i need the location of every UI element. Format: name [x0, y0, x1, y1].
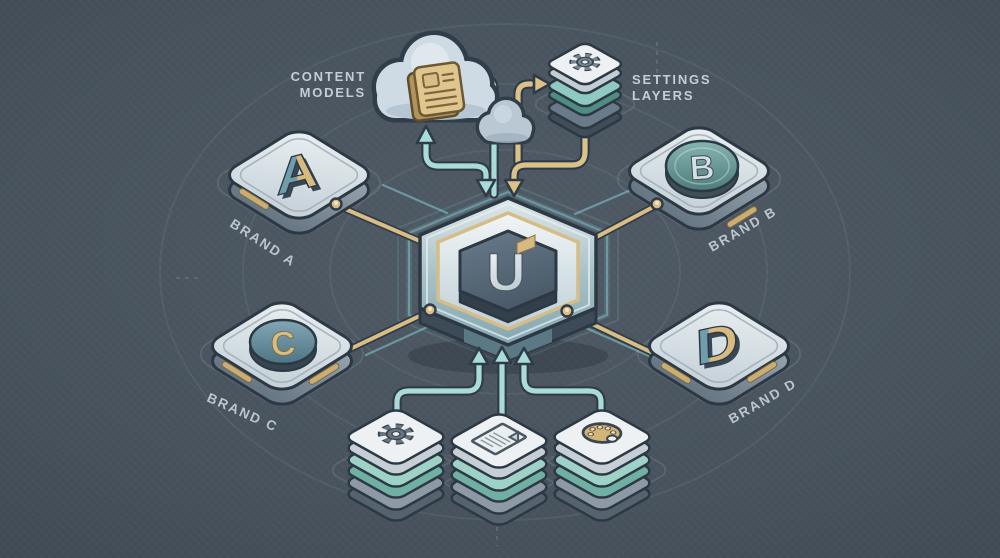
- content-models-label-line2: MODELS: [300, 85, 366, 100]
- svg-text:D: D: [699, 315, 743, 380]
- brand-tile-b: B: [621, 123, 777, 234]
- arrow-up-mid: [491, 345, 513, 365]
- arrow-up-to-cloud: [415, 124, 437, 145]
- document-cube-icon: [406, 61, 466, 122]
- arrow-up-right: [513, 346, 535, 366]
- circuit-trace-lower-left: [364, 322, 436, 357]
- brand-tile-c: C: [204, 298, 360, 409]
- content-models-cloud: [371, 30, 500, 123]
- hub-letter-gold-accent: [516, 234, 536, 255]
- hub-base-accent: [464, 326, 552, 360]
- brand-tile-d: D D: [641, 298, 797, 409]
- flow-hub-to-settings: [515, 81, 534, 165]
- circuit-trace-lower-right: [575, 322, 651, 358]
- theme-stack: [550, 408, 655, 524]
- brand-c-glyph: C: [270, 324, 297, 364]
- settings-layers-label-line1: SETTINGS: [632, 72, 711, 87]
- settings-layers-label-line2: LAYERS: [632, 88, 694, 103]
- connector-brand-c: [346, 309, 432, 352]
- flow-hub-to-cloud: [423, 141, 489, 183]
- settings-layers-stack: [545, 42, 624, 139]
- tile-b-slot: [726, 206, 758, 228]
- tile-d-slot-left: [660, 362, 692, 384]
- tile-c-slot-right: [308, 363, 340, 385]
- arrow-up-left: [468, 346, 490, 366]
- tile-c-slot-left: [221, 361, 253, 383]
- brand-c-disc: [248, 318, 318, 366]
- content-models-label-line1: CONTENT: [291, 69, 366, 84]
- document-stack: [447, 412, 552, 528]
- flow-lines-bottom: [392, 345, 606, 425]
- hub-inset-line: [426, 203, 590, 340]
- brand-a-glyph: A A: [274, 139, 323, 211]
- brand-b-disc: [664, 139, 740, 193]
- brand-tile-a: A A: [221, 127, 377, 238]
- config-stack: [344, 408, 449, 524]
- flow-theme-to-hub: [521, 360, 604, 417]
- tile-a-slot: [238, 188, 270, 210]
- palette-icon: [582, 423, 623, 444]
- flow-config-to-hub: [394, 360, 482, 417]
- tile-d-top: [641, 298, 797, 394]
- sync-cloud: [475, 96, 536, 145]
- arrow-down-teal: [475, 178, 497, 198]
- document-icon: [471, 424, 526, 455]
- svg-text:A: A: [275, 139, 319, 206]
- arrow-right-to-settings: [532, 73, 552, 95]
- flow-settings-to-hub: [511, 123, 588, 183]
- tile-d-slot-right: [746, 361, 778, 383]
- hub-core-face: [458, 229, 558, 313]
- svg-text:A: A: [279, 144, 323, 211]
- svg-text:D: D: [695, 311, 739, 376]
- brand-b-glyph: B: [689, 148, 716, 188]
- brand-d-glyph: D D: [694, 311, 743, 381]
- central-hub: U: [408, 196, 608, 374]
- arrow-down-gold: [503, 178, 525, 198]
- circuit-trace-upper-left: [381, 183, 449, 215]
